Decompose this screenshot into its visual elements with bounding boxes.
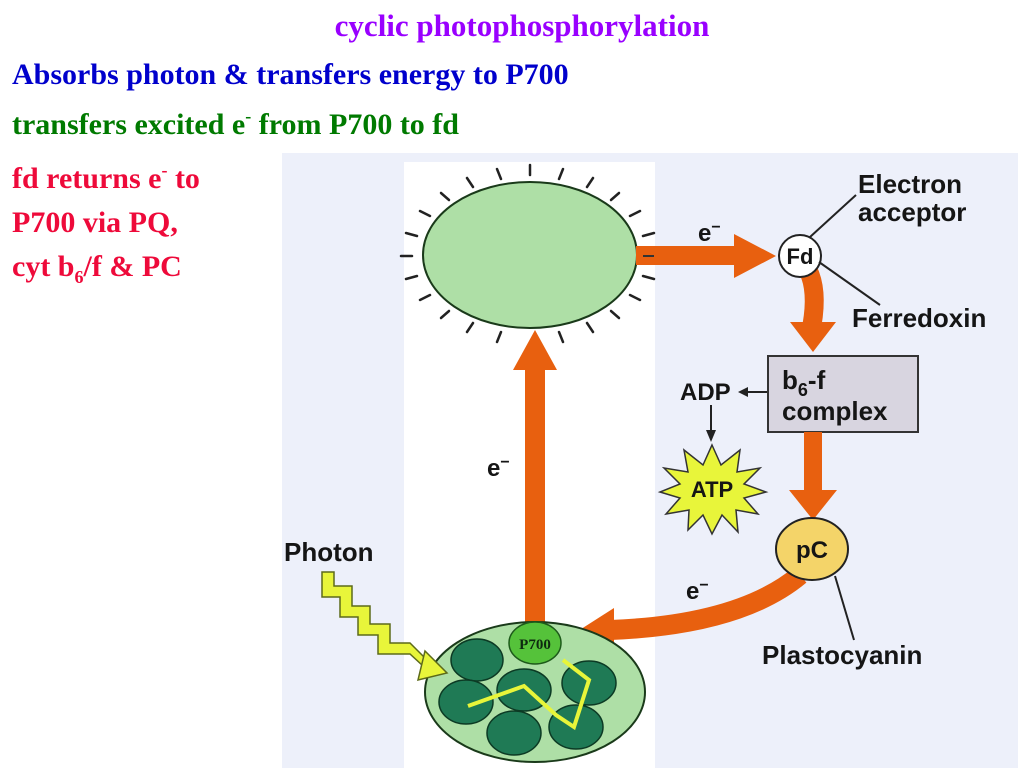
arrow-b6f-to-pc [804,432,822,492]
ferredoxin-label: Ferredoxin [852,303,986,333]
leader-plastocyanin [834,575,855,641]
fd-returns-row2: P700 via PQ, [12,206,178,239]
photon-label: Photon [284,537,374,567]
photon-arrow-icon [321,571,449,682]
leader-electron-acceptor [809,194,857,238]
l2-sup: - [245,106,252,126]
l2-suffix: from P700 to fd [251,108,459,141]
electron-acceptor-label-2: acceptor [858,197,966,227]
pc-label: pC [796,537,828,564]
row3-prefix: cyt b [12,250,75,283]
light-rays-icon [399,163,656,344]
b6f-complex-box [767,355,919,433]
pc-ellipse [775,517,849,581]
fd-returns-row1: fd returns e- to [12,157,282,201]
slide-title: cyclic photophosphorylation [334,8,710,43]
bullet-absorbs-photon: Absorbs photon & transfers energy to P70… [12,58,569,91]
arrow-fd-to-b6f-head [790,322,836,352]
arrow-to-fd-head [734,234,776,278]
bullet-fd-returns: fd returns e- to P700 via PQ, cyt b6/f &… [12,157,282,289]
p700-molecule [508,621,562,665]
row1-suffix: to [167,162,200,195]
fd-circle [778,234,822,278]
energy-transfer-path [467,658,592,731]
row1-sup: - [161,160,168,180]
atp-starburst-icon [657,443,769,536]
fd-returns-row3: cyt b6/f & PC [12,245,282,289]
arrow-fd-to-b6f [799,265,824,327]
fd-label: Fd [787,244,814,269]
atp-label: ATP [691,477,733,502]
row3-sub: 6 [74,267,84,287]
adp-label: ADP [680,379,731,406]
arrow-to-fd [636,246,736,265]
arrow-p700-up-head [513,330,557,370]
arrow-p700-up [525,368,545,630]
b6f-label-line2: complex [782,396,888,426]
arrow-pc-to-p700 [609,567,807,640]
l2-prefix: transfers excited e [12,108,246,141]
row1-prefix: fd returns e [12,162,162,195]
leader-ferredoxin [818,261,881,306]
b6f-label-line1: b6-f [782,365,826,400]
plastocyanin-label: Plastocyanin [762,640,922,670]
electron-acceptor-label-1: Electron [858,169,962,199]
e-label-bottom: e− [686,577,709,605]
bullet-transfers-electron: transfers excited e- from P700 to fd [12,106,459,142]
excited-reaction-center [422,181,638,329]
arrow-b6f-to-adp-head [738,387,748,397]
arrow-adp-to-atp-head [706,430,716,442]
e-label-middle: e− [487,454,510,482]
e-label-top: e− [698,219,721,247]
row3-suffix: /f & PC [83,250,182,283]
arrow-b6f-to-pc-head [789,490,837,520]
p700-label: P700 [519,637,551,653]
